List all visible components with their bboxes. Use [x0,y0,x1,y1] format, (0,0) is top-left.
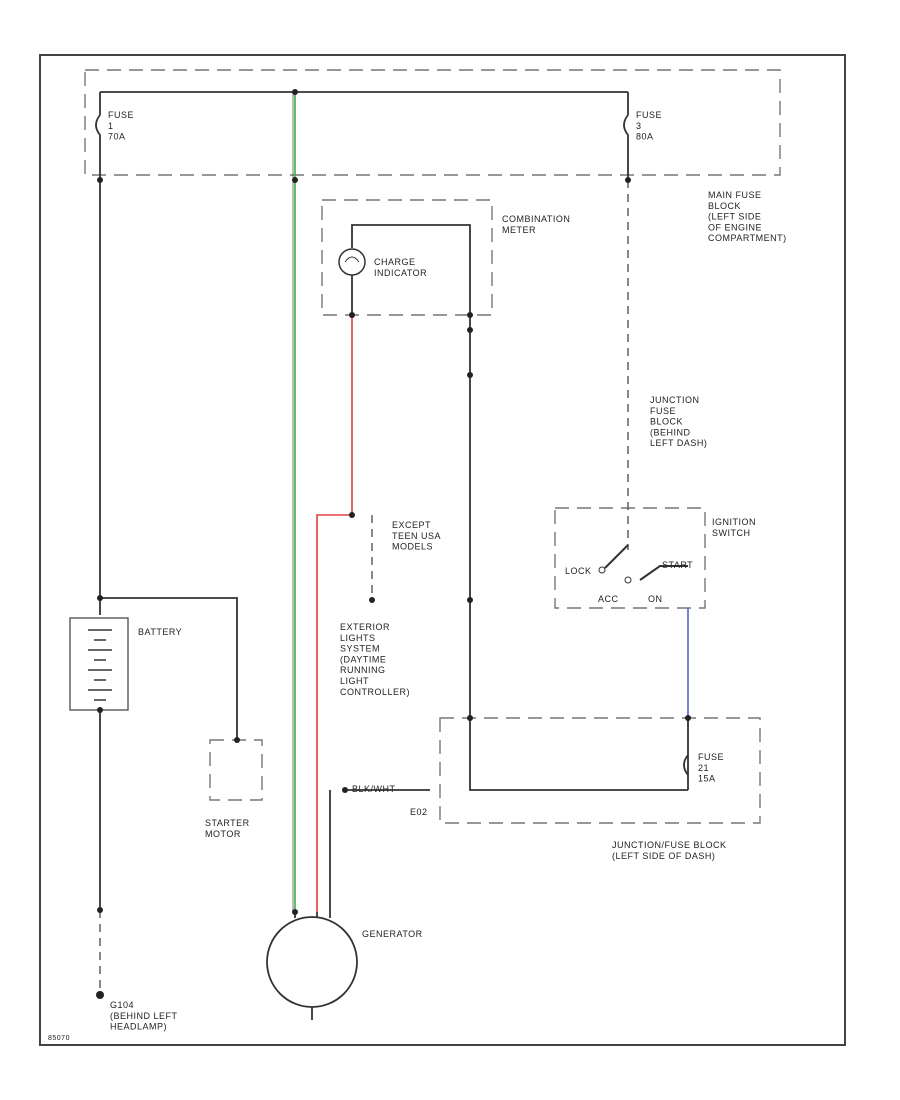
switch-contact-lock [598,566,606,574]
lamp-icon [338,248,366,276]
meter-to-jb-wire [469,315,688,791]
switch-blade-start [639,565,688,581]
combination-meter-outline [321,199,493,316]
fuse3-link [623,114,629,180]
generator-label: GENERATOR [362,929,423,939]
start-label: START [662,560,693,570]
switch-contact-acc [624,576,632,584]
battery-cells [88,629,112,701]
acc-label: ACC [598,594,619,604]
fuse21-link [683,754,689,776]
e02-label: E02 [410,807,428,817]
switch-icon [604,544,629,569]
red-wire-lower [316,514,352,912]
on-label: ON [648,594,663,604]
diagram-frame [39,54,846,1046]
blk-wht-label: BLK/WHT [352,784,396,794]
lamp-filament [344,256,360,263]
main-fuse-block-outline [84,69,781,176]
starter-feed-wire [100,597,238,740]
battery-icon [69,617,129,711]
lock-label: LOCK [565,566,592,576]
splice-dots [97,89,691,915]
generator-icon [266,916,358,1008]
figure-id-label: 85070 [48,1035,70,1042]
battery-label: BATTERY [138,627,182,637]
fuse1-link [95,114,101,180]
meter-internal-wire [351,224,471,315]
ground-icon [96,991,104,999]
junction-fuse-block-outline [439,717,761,824]
starter-motor-outline [209,739,263,801]
ignition-switch-outline [554,507,706,609]
jb-left-dash-label: JUNCTION/FUSE BLOCK(LEFT SIDE OF DASH) [612,840,727,861]
